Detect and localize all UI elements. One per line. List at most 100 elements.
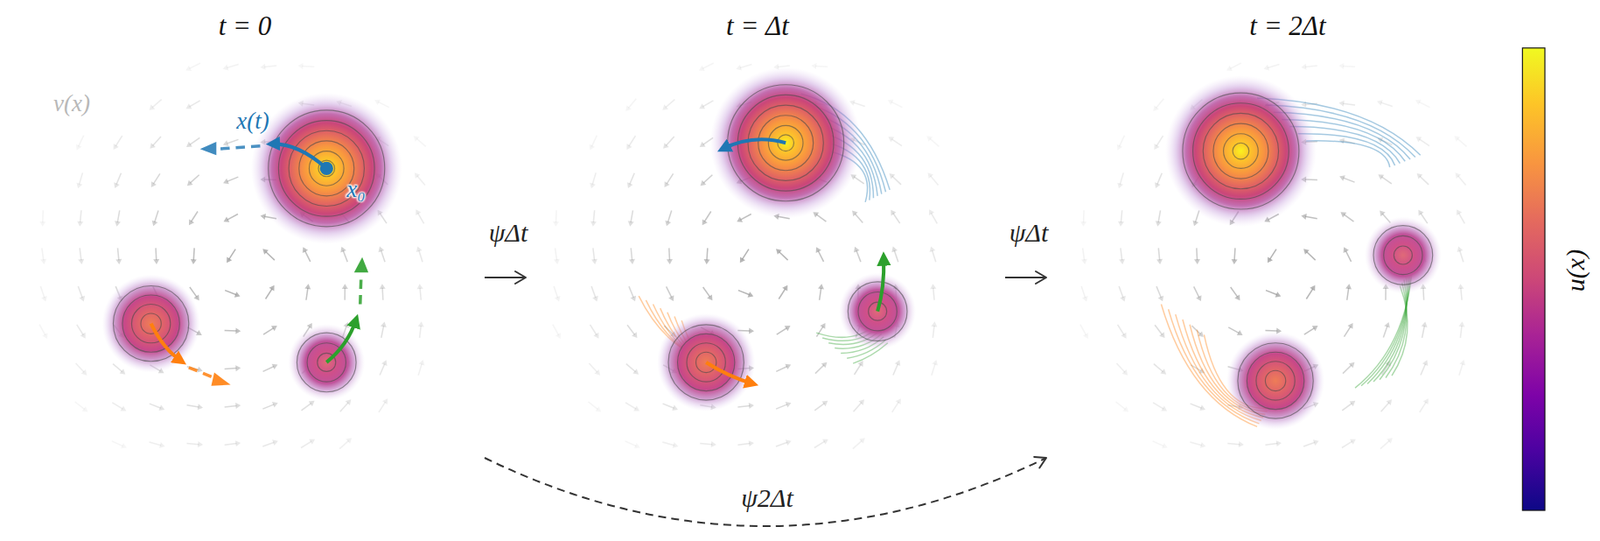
field-arrow-head xyxy=(235,364,241,371)
trajectory-arrow xyxy=(877,257,884,312)
field-arrow xyxy=(588,363,598,372)
field-arrow-head xyxy=(859,437,866,443)
field-arrow xyxy=(340,402,349,412)
field-arrow xyxy=(1082,247,1085,260)
field-arrow xyxy=(339,440,349,448)
field-arrow-head xyxy=(1339,174,1346,182)
field-arrow-head xyxy=(149,142,156,149)
field-arrow-head xyxy=(185,65,192,71)
field-arrow xyxy=(1457,138,1468,147)
field-arrow xyxy=(418,212,425,224)
field-arrow-head xyxy=(76,144,82,151)
field-arrow-head xyxy=(149,104,156,110)
contour-line xyxy=(122,294,180,352)
field-arrow-head xyxy=(1338,62,1344,70)
field-arrow xyxy=(666,286,672,298)
contour-line xyxy=(1223,133,1259,169)
field-arrow xyxy=(1418,101,1430,107)
field-arrow xyxy=(629,173,635,185)
contour-line xyxy=(299,140,355,196)
field-arrow-head xyxy=(196,366,203,373)
field-arrow xyxy=(894,250,899,262)
field-arrow-head xyxy=(1080,221,1087,227)
field-arrow-head xyxy=(226,257,232,264)
field-arrow-head xyxy=(77,258,84,265)
field-arrow-head xyxy=(1118,258,1125,265)
field-arrow-head xyxy=(589,144,595,151)
field-arrow-head xyxy=(260,213,266,220)
panel-title: t = Δt xyxy=(726,10,790,42)
field-arrow xyxy=(738,290,750,295)
field-arrow xyxy=(892,175,902,185)
field-arrow-head xyxy=(1119,295,1126,302)
field-arrow-head xyxy=(704,258,711,265)
field-arrow-head xyxy=(668,294,674,301)
field-arrow xyxy=(1419,401,1427,413)
field-arrow-head xyxy=(1423,398,1429,405)
arrow-head xyxy=(515,271,526,284)
field-arrow-head xyxy=(1421,321,1428,328)
field-arrow-head xyxy=(894,359,901,366)
field-arrow-head xyxy=(1312,325,1319,331)
field-arrow xyxy=(1342,364,1352,374)
field-arrow xyxy=(1458,175,1467,186)
field-arrow-head xyxy=(1303,248,1310,255)
field-arrow-head xyxy=(890,209,896,217)
field-arrow-head xyxy=(1160,405,1167,411)
field-arrow xyxy=(1265,290,1278,295)
field-arrow xyxy=(1460,287,1462,301)
field-arrow xyxy=(1158,209,1160,223)
field-arrow-head xyxy=(302,246,308,253)
field-arrow-head xyxy=(1347,322,1353,329)
field-arrow xyxy=(76,363,85,372)
field-arrow-head xyxy=(634,442,641,448)
field-arrow xyxy=(1341,403,1352,411)
field-arrow xyxy=(111,440,124,447)
field-arrow xyxy=(189,174,199,183)
field-arrow-head xyxy=(1120,332,1126,339)
contour-line xyxy=(1256,361,1295,400)
field-arrow-head xyxy=(379,283,386,289)
field-arrow xyxy=(80,209,82,223)
field-arrow xyxy=(224,405,238,406)
field-arrow-head xyxy=(1376,99,1384,106)
field-arrow-head xyxy=(1122,405,1129,412)
field-arrow-head xyxy=(593,369,601,376)
field-arrow xyxy=(262,441,274,447)
field-arrow-head xyxy=(223,64,230,71)
field-arrow-head xyxy=(304,283,311,289)
field-arrow-head xyxy=(625,104,631,112)
field-arrow-head xyxy=(235,440,241,447)
field-arrow xyxy=(815,364,825,374)
field-arrow xyxy=(192,247,195,260)
field-arrow xyxy=(1460,325,1462,338)
field-arrow xyxy=(703,174,713,183)
field-arrow xyxy=(1460,250,1464,262)
field-arrow xyxy=(1189,441,1202,446)
field-arrow-head xyxy=(736,216,743,223)
field-arrow-head xyxy=(784,363,791,370)
field-arrow-head xyxy=(80,332,86,339)
field-arrow xyxy=(76,324,84,336)
field-arrow xyxy=(931,363,936,375)
field-arrow xyxy=(814,440,825,448)
field-arrow-head xyxy=(41,332,48,339)
field-arrow xyxy=(893,363,899,376)
contour-line xyxy=(1383,235,1423,274)
field-arrow xyxy=(741,249,749,260)
field-arrow-head xyxy=(699,141,706,147)
field-arrow xyxy=(115,135,123,147)
field-arrow-head xyxy=(816,246,822,253)
field-arrow xyxy=(662,441,675,446)
field-arrow xyxy=(117,209,119,223)
contour-line xyxy=(1202,112,1279,189)
field-arrow-head xyxy=(113,143,119,150)
field-arrow-head xyxy=(931,359,938,366)
field-arrow-head xyxy=(748,440,755,447)
field-arrow xyxy=(41,247,44,260)
field-arrow xyxy=(419,287,421,301)
density-blob xyxy=(102,274,201,373)
field-arrow xyxy=(667,210,671,223)
field-arrow-head xyxy=(378,246,385,253)
